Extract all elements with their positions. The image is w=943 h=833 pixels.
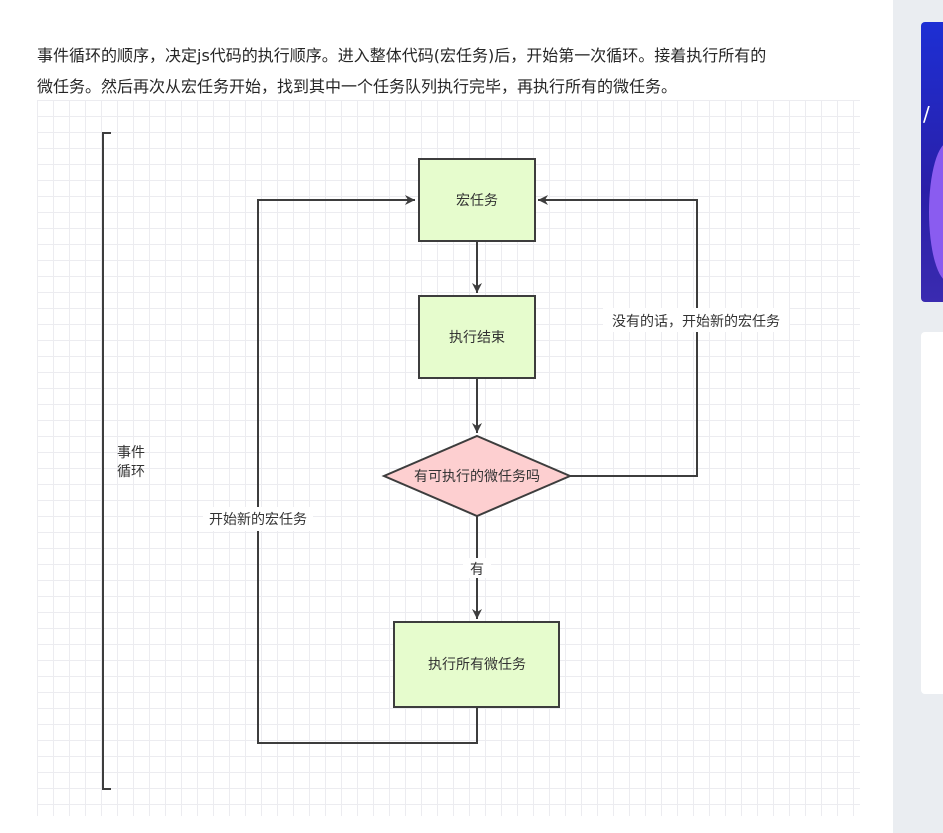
loop-label-line-2: 循环	[117, 464, 145, 480]
edge-label-no: 没有的话，开始新的宏任务	[612, 314, 780, 330]
node-exec-micro	[393, 621, 560, 708]
loop-bracket	[102, 132, 111, 790]
edge-label-yes: 有	[470, 562, 484, 578]
node-macro-task-label: 宏任务	[456, 193, 498, 209]
sidebar-card	[921, 332, 943, 694]
sidebar-ad-banner[interactable]: /	[921, 22, 943, 302]
node-decision	[381, 434, 573, 518]
edge-label-loop-back: 开始新的宏任务	[209, 512, 307, 528]
paragraph-line-2: 微任务。然后再次从宏任务开始，找到其中一个任务队列执行完毕，再执行所有的微任务。	[37, 77, 678, 96]
yes-label-bg	[463, 558, 491, 578]
article-paragraph: 事件循环的顺序，决定js代码的执行顺序。进入整体代码(宏任务)后，开始第一次循环…	[37, 40, 867, 102]
banner-glyph: /	[923, 102, 930, 126]
banner-decoration	[929, 142, 943, 282]
event-loop-flowchart: 事件 循环 有 没有的话，开始新的宏任务 开始新的宏任务 宏任务 执行结束 有可…	[37, 100, 860, 816]
no-label-bg	[603, 308, 789, 332]
edge-micro-to-macro	[257, 195, 478, 744]
loop-label-line-1: 事件	[117, 445, 145, 461]
node-exec-micro-label: 执行所有微任务	[428, 657, 526, 673]
article-body: 事件循环的顺序，决定js代码的执行顺序。进入整体代码(宏任务)后，开始第一次循环…	[0, 0, 893, 833]
node-macro-task	[418, 158, 536, 242]
paragraph-line-1: 事件循环的顺序，决定js代码的执行顺序。进入整体代码(宏任务)后，开始第一次循环…	[37, 46, 767, 65]
node-exec-end	[418, 295, 536, 379]
node-decision-label: 有可执行的微任务吗	[414, 469, 540, 485]
loop-back-label-bg	[203, 507, 313, 531]
edge-decision-to-macro	[538, 195, 698, 477]
node-exec-end-label: 执行结束	[449, 330, 505, 346]
